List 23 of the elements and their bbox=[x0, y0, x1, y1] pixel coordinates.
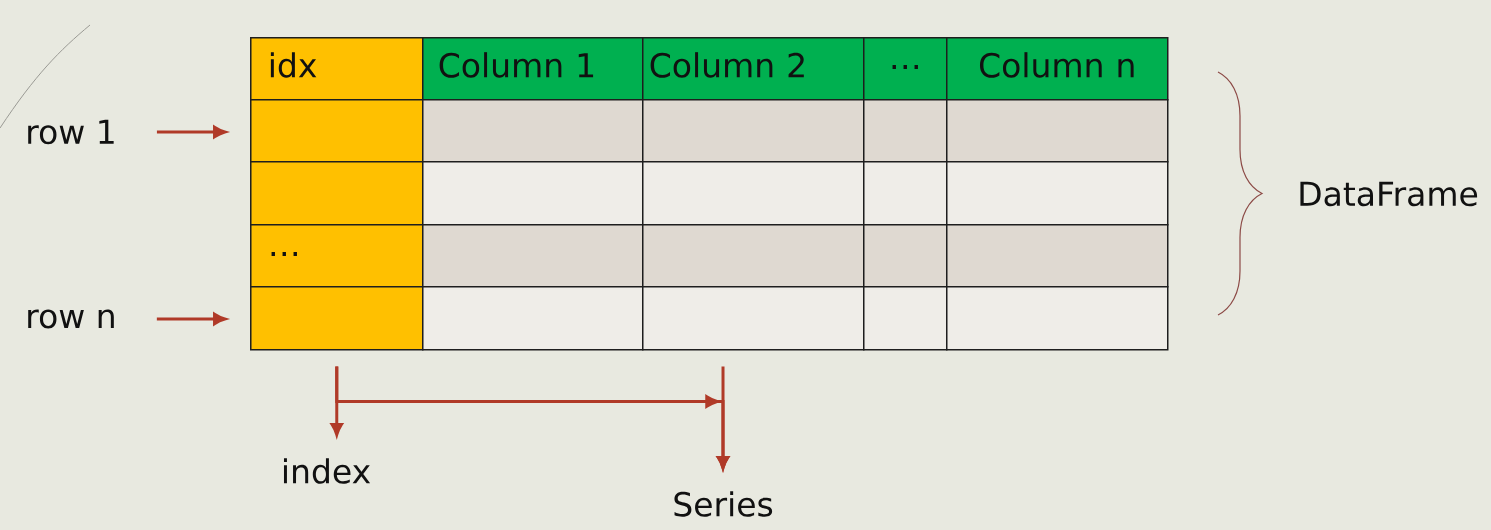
table-cell bbox=[863, 286, 948, 351]
row-label: row 1 bbox=[28, 119, 114, 145]
header-cell: idx bbox=[250, 37, 424, 101]
header-cell: ⋯ bbox=[863, 37, 948, 101]
table-cell bbox=[250, 161, 424, 226]
arrow bbox=[156, 312, 227, 326]
row-label: row n bbox=[28, 309, 114, 329]
table-cell bbox=[422, 99, 644, 163]
header-cell: Column 1 bbox=[422, 37, 644, 101]
table-cell bbox=[863, 161, 948, 226]
arrow bbox=[156, 125, 227, 139]
text-label: index bbox=[284, 458, 371, 484]
table-cell bbox=[250, 99, 424, 163]
table-cell: ⋯ bbox=[250, 224, 424, 288]
table-cell bbox=[422, 224, 644, 288]
table-cell bbox=[422, 161, 644, 226]
table-cell bbox=[422, 286, 644, 351]
arrow bbox=[335, 366, 730, 470]
table-cell bbox=[250, 286, 424, 351]
table-cell bbox=[863, 224, 948, 288]
table-cell bbox=[863, 99, 948, 163]
text-label: Series bbox=[674, 491, 773, 517]
brace-label: DataFrame bbox=[1300, 181, 1478, 207]
